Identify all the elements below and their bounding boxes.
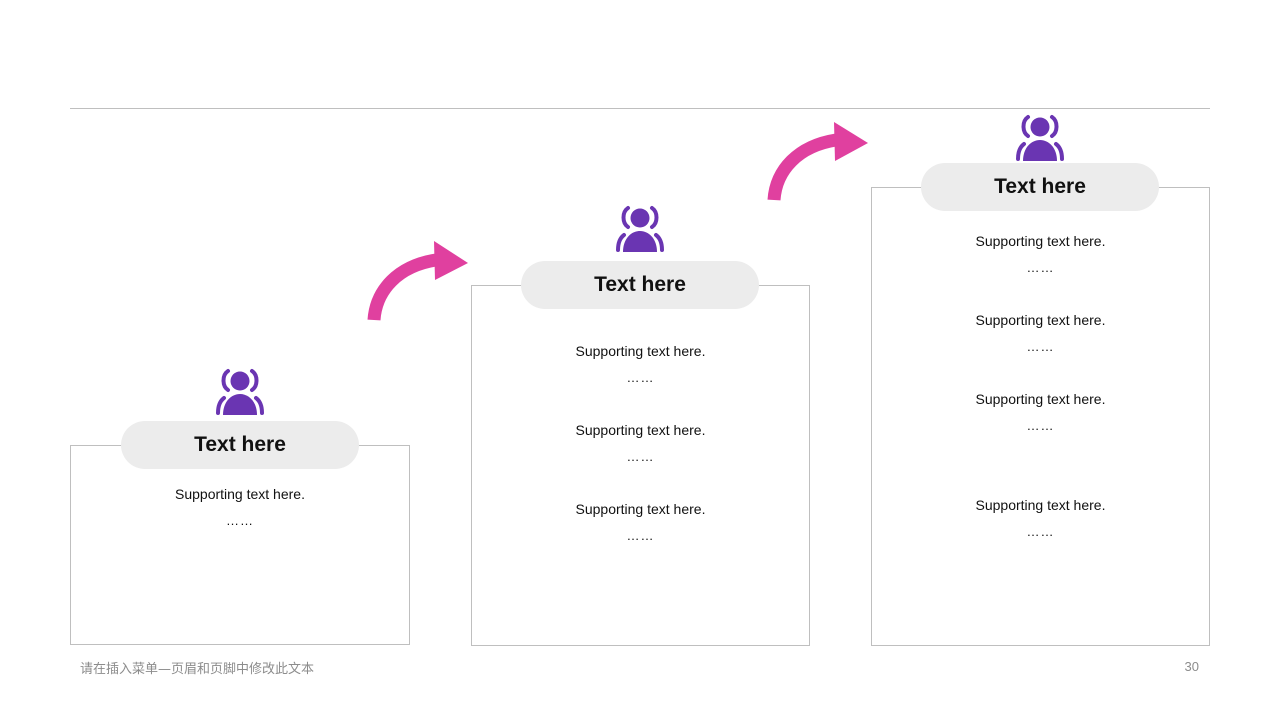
supporting-text: Supporting text here. [975, 312, 1106, 328]
step-title-3: Text here [921, 163, 1159, 211]
step-title-2: Text here [521, 261, 759, 309]
ellipsis: …… [226, 513, 254, 528]
users-icon [616, 206, 664, 252]
header-divider [70, 108, 1210, 109]
supporting-text: Supporting text here. [575, 422, 706, 438]
ellipsis: …… [1026, 524, 1055, 539]
supporting-item: Supporting text here. …… [871, 497, 1210, 540]
supporting-text: Supporting text here. [975, 233, 1106, 249]
ellipsis: …… [1026, 339, 1055, 354]
footer-text: 请在插入菜单—页眉和页脚中修改此文本 [80, 662, 315, 677]
step-arrow-2 [767, 122, 868, 201]
ellipsis: …… [626, 528, 655, 543]
ellipsis: …… [1026, 260, 1055, 275]
supporting-item: Supporting text here. …… [471, 343, 810, 386]
supporting-item: Supporting text here. …… [471, 422, 810, 465]
ellipsis: …… [1026, 418, 1055, 433]
supporting-text: Supporting text here. [975, 391, 1106, 407]
supporting-text: Supporting text here. [975, 497, 1106, 513]
page-number: 30 [1184, 659, 1199, 674]
step-title-1: Text here [121, 421, 359, 469]
step-card-3 [871, 187, 1210, 646]
supporting-text: Supporting text here. [575, 343, 706, 359]
users-icon [1016, 115, 1064, 161]
ellipsis: …… [626, 370, 655, 385]
supporting-item: Supporting text here. …… [471, 501, 810, 544]
step-arrow-1 [367, 241, 468, 321]
supporting-item: Supporting text here. …… [871, 391, 1210, 434]
supporting-item: Supporting text here. …… [70, 486, 410, 529]
step-card-1 [70, 445, 410, 645]
supporting-text: Supporting text here. [575, 501, 706, 517]
users-icon [216, 369, 264, 415]
step-card-2 [471, 285, 810, 646]
supporting-item: Supporting text here. …… [871, 233, 1210, 276]
ellipsis: …… [626, 449, 655, 464]
supporting-item: Supporting text here. …… [871, 312, 1210, 355]
supporting-text: Supporting text here. [175, 486, 305, 502]
